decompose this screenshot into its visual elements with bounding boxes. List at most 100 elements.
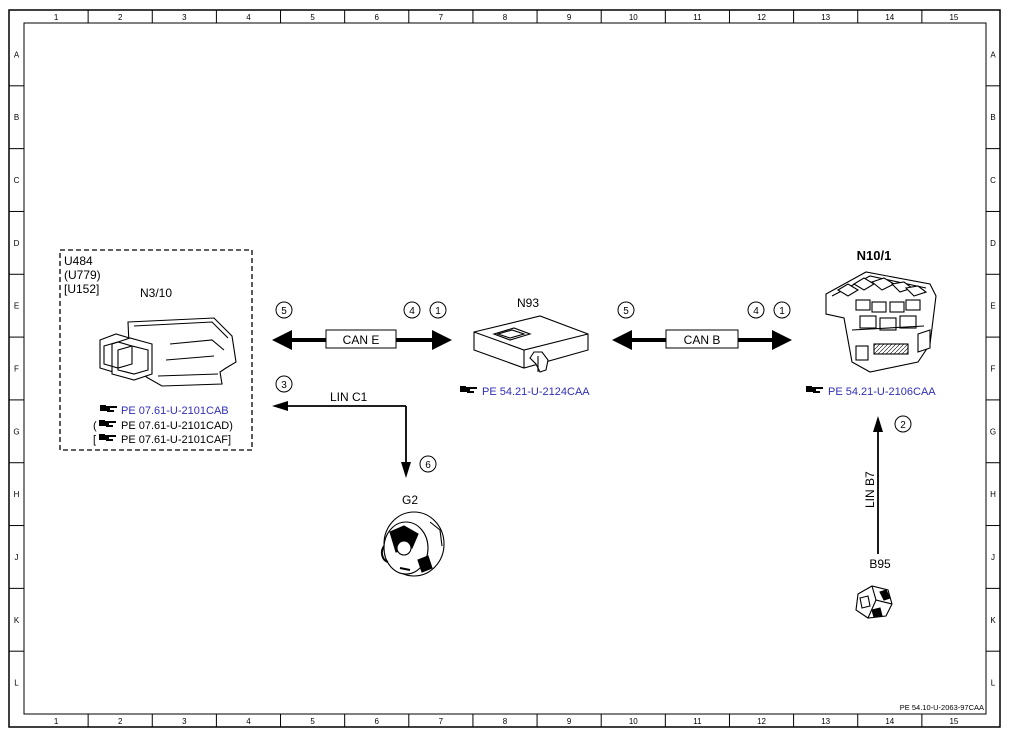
column-label-4: 4 — [246, 13, 251, 22]
column-label-15: 15 — [949, 13, 958, 22]
callout-3-lin-c1: 3 — [275, 375, 293, 393]
lin-b7-label: LIN B7 — [863, 471, 877, 508]
alternator-drawing — [380, 511, 445, 577]
central-gateway-drawing — [473, 315, 589, 373]
column-label-6: 6 — [375, 13, 380, 22]
pointing-hand-icon — [100, 405, 117, 412]
ref-n93[interactable]: PE 54.21-U-2124CAA — [482, 386, 590, 398]
column-label-13: 13 — [821, 13, 830, 22]
svg-text:5: 5 — [623, 306, 629, 317]
column-label-1: 1 — [54, 717, 59, 726]
column-label-10: 10 — [629, 717, 638, 726]
row-label-K: K — [14, 616, 20, 625]
column-label-9: 9 — [567, 13, 572, 22]
n93-label: N93 — [517, 296, 539, 310]
svg-text:2: 2 — [900, 420, 906, 431]
row-label-C: C — [990, 176, 996, 185]
callout-1-can-b: 1 — [773, 301, 791, 319]
b95-label: B95 — [869, 557, 891, 571]
row-label-G: G — [990, 427, 996, 436]
variant-code-u779: (U779) — [64, 268, 101, 282]
callout-5-can-e: 5 — [275, 301, 293, 319]
ref-n3-10-caf-open: [ — [93, 434, 96, 446]
lin-b7-line — [873, 416, 883, 554]
n3-10-variant-box — [59, 249, 253, 451]
ref-n3-10-cad-open: ( — [93, 420, 97, 432]
pointing-hand-icon — [460, 386, 477, 393]
column-label-12: 12 — [757, 13, 766, 22]
column-label-2: 2 — [118, 13, 123, 22]
column-label-9: 9 — [567, 717, 572, 726]
svg-text:1: 1 — [779, 306, 785, 317]
svg-text:4: 4 — [753, 306, 759, 317]
outer-frame — [8, 9, 1001, 728]
n10-1-label: N10/1 — [857, 248, 892, 263]
document-id: PE 54.10-U-2063-97CAA — [900, 703, 984, 712]
column-label-14: 14 — [885, 13, 894, 22]
row-label-D: D — [14, 239, 20, 248]
column-label-5: 5 — [310, 13, 315, 22]
ref-n10-1[interactable]: PE 54.21-U-2106CAA — [828, 386, 936, 398]
column-label-7: 7 — [439, 717, 444, 726]
column-label-11: 11 — [693, 717, 702, 726]
column-label-8: 8 — [503, 717, 508, 726]
row-label-H: H — [990, 490, 996, 499]
row-label-F: F — [991, 365, 996, 374]
n3-10-label: N3/10 — [140, 286, 172, 300]
row-label-G: G — [13, 427, 19, 436]
sam-control-unit-drawing — [825, 271, 937, 373]
column-label-12: 12 — [757, 717, 766, 726]
row-label-B: B — [14, 113, 19, 122]
row-label-L: L — [14, 679, 19, 688]
row-label-J: J — [991, 553, 995, 562]
column-label-10: 10 — [629, 13, 638, 22]
can-b-bus-arrow — [612, 329, 792, 350]
svg-text:5: 5 — [281, 306, 287, 317]
row-label-F: F — [14, 365, 19, 374]
ref-n3-10-caf[interactable]: PE 07.61-U-2101CAF] — [121, 434, 231, 446]
variant-code-u152: [U152] — [64, 282, 99, 296]
n3-10-references: PE 07.61-U-2101CAB ( PE 07.61-U-2101CAD)… — [93, 405, 233, 446]
callout-5-can-b: 5 — [617, 301, 635, 319]
can-e-label: CAN E — [343, 333, 380, 347]
row-label-A: A — [990, 50, 996, 59]
row-label-J: J — [15, 553, 19, 562]
column-label-1: 1 — [54, 13, 59, 22]
row-label-K: K — [990, 616, 996, 625]
callout-6-lin-c1: 6 — [419, 455, 437, 473]
grid-ruler-labels: 1122334455667788991010111112121313141415… — [13, 13, 996, 726]
can-e-bus-arrow — [272, 329, 452, 350]
column-label-3: 3 — [182, 717, 187, 726]
callout-4-can-e: 4 — [403, 301, 421, 319]
battery-sensor-drawing — [855, 585, 893, 619]
pointing-hand-icon — [99, 434, 116, 441]
ref-n3-10-cad[interactable]: PE 07.61-U-2101CAD) — [121, 420, 233, 432]
lin-c1-label: LIN C1 — [330, 390, 368, 404]
g2-label: G2 — [402, 493, 418, 507]
pointing-hand-icon — [806, 386, 823, 393]
can-b-label: CAN B — [684, 333, 721, 347]
svg-text:3: 3 — [281, 380, 287, 391]
svg-text:6: 6 — [425, 460, 431, 471]
column-label-4: 4 — [246, 717, 251, 726]
row-label-D: D — [990, 239, 996, 248]
engine-control-unit-drawing — [99, 317, 237, 387]
column-label-8: 8 — [503, 13, 508, 22]
pointing-hand-icon — [99, 420, 116, 427]
column-label-5: 5 — [310, 717, 315, 726]
row-label-E: E — [14, 302, 19, 311]
column-label-14: 14 — [885, 717, 894, 726]
row-label-B: B — [990, 113, 995, 122]
column-label-2: 2 — [118, 717, 123, 726]
inner-frame — [23, 22, 987, 715]
svg-text:4: 4 — [409, 306, 415, 317]
svg-text:1: 1 — [435, 306, 441, 317]
grid-ruler-ticks — [9, 10, 1000, 727]
row-label-H: H — [14, 490, 20, 499]
variant-code-u484: U484 — [64, 254, 93, 268]
callout-2-lin-b7: 2 — [894, 415, 912, 433]
ref-n3-10-cab[interactable]: PE 07.61-U-2101CAB — [121, 405, 229, 417]
callout-1-can-e: 1 — [429, 301, 447, 319]
row-label-C: C — [14, 176, 20, 185]
column-label-6: 6 — [375, 717, 380, 726]
